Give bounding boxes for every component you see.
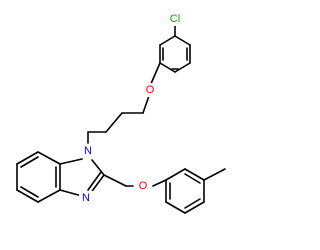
n3-atom: N [79, 191, 93, 205]
n1-label: N [84, 145, 92, 157]
chlorine-atom: Cl [166, 12, 184, 26]
chlorine-label: Cl [170, 13, 180, 25]
upper-oxygen-label: O [146, 84, 155, 96]
n1-atom: N [81, 144, 95, 158]
n3-label: N [82, 192, 90, 204]
lower-ether-oxygen: O [136, 179, 150, 193]
molecule-structure: Cl O N N O [16, 12, 226, 214]
bonds [16, 24, 226, 214]
lower-oxygen-label: O [139, 180, 148, 192]
atom-labels: Cl O N N O [79, 12, 184, 205]
upper-ether-oxygen: O [143, 83, 157, 97]
